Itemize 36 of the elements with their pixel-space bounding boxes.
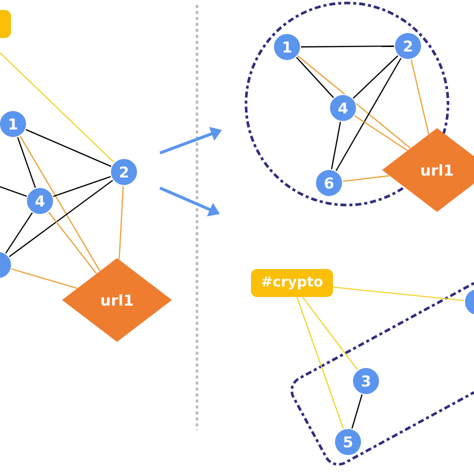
connector-line [11, 268, 78, 289]
connector-line [118, 186, 124, 260]
graph-node: 4 [329, 94, 357, 122]
connector-line [354, 115, 408, 151]
graph-node: 3 [352, 367, 380, 395]
connector-line [5, 212, 33, 254]
connector-line [342, 175, 390, 182]
connector-line [17, 137, 36, 188]
connector-line [0, 184, 28, 197]
graph-node: 1 [0, 110, 27, 138]
connector-line [301, 46, 394, 48]
tag-box [0, 10, 11, 38]
connector-line [410, 59, 430, 134]
connector-line [297, 55, 411, 149]
connector-line [352, 55, 398, 99]
connector-line [53, 176, 111, 197]
connector-line [330, 122, 342, 170]
graph-node: 5 [334, 428, 362, 456]
graph-node: 1 [273, 33, 301, 61]
connector-line [335, 58, 402, 172]
connector-line [20, 136, 100, 272]
connector-line [333, 286, 464, 302]
connector-line [302, 296, 358, 370]
connector-line [8, 180, 114, 258]
tag-box: #crypto [251, 269, 333, 297]
graph-node [464, 288, 474, 316]
connector-line [48, 212, 97, 274]
graph-node: 4 [26, 187, 54, 215]
graph-node: 2 [110, 158, 138, 186]
graph-node [0, 251, 12, 279]
graph-node: 6 [315, 169, 343, 197]
graph-node: 2 [394, 32, 422, 60]
connector-line [296, 56, 334, 98]
connector-line [351, 394, 363, 429]
connector-line [26, 129, 112, 167]
connector-line [296, 297, 344, 429]
